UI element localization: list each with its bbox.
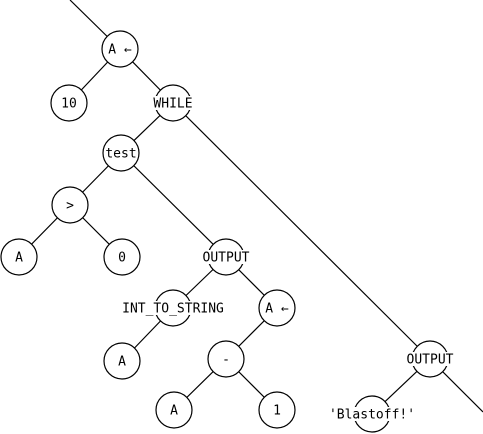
node-ten: 10 — [50, 84, 88, 122]
node-label: test — [105, 147, 136, 162]
node-label: A — [170, 404, 178, 419]
node-label: - — [222, 353, 230, 368]
node-label: 'Blastoff!' — [329, 408, 415, 423]
node-label: INT_TO_STRING — [122, 302, 224, 317]
node-while: WHILE — [151, 84, 195, 122]
node-a: A — [0, 238, 38, 276]
edge-test-output1 — [120, 152, 227, 258]
node-label: 10 — [61, 97, 77, 112]
node-label: 0 — [118, 251, 126, 266]
node-a: A — [103, 342, 141, 380]
node-label: > — [66, 199, 74, 214]
node-label: A — [118, 355, 126, 370]
node-test: test — [102, 134, 140, 172]
node-label: OUTPUT — [203, 251, 250, 266]
node-blastoff-string: 'Blastoff!' — [328, 395, 416, 433]
node-label: A ← — [108, 43, 132, 58]
node-assign-a: A ← — [258, 289, 296, 327]
node-zero: 0 — [103, 238, 141, 276]
node-output-final: OUTPUT — [405, 340, 455, 378]
tree-nodes: A ← 10 WHILE test > A 0 O — [0, 30, 455, 433]
node-output-loop: OUTPUT — [201, 238, 251, 276]
node-label: A — [15, 251, 23, 266]
edge-while-output2 — [172, 102, 431, 360]
node-one: 1 — [258, 391, 296, 429]
node-label: WHILE — [153, 97, 192, 112]
node-label: OUTPUT — [407, 353, 454, 368]
node-label: 1 — [273, 404, 281, 419]
node-assign-a: A ← — [101, 30, 139, 68]
node-int-to-string: INT_TO_STRING — [121, 289, 225, 327]
node-greater-than: > — [51, 186, 89, 224]
node-label: A ← — [265, 302, 289, 317]
node-minus: - — [207, 340, 245, 378]
node-a: A — [155, 391, 193, 429]
